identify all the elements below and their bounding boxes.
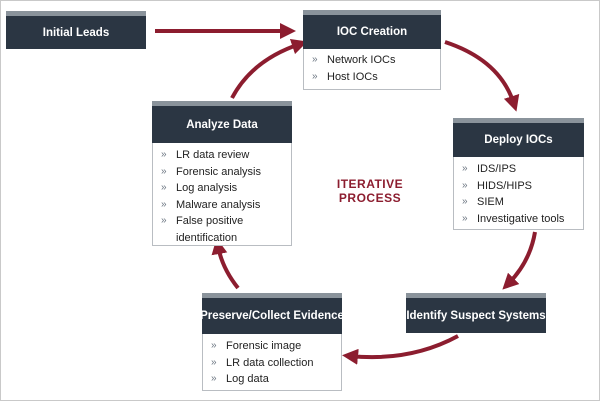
item-label: Log data — [226, 373, 269, 385]
bullet-icon: » — [462, 179, 468, 191]
bullet-icon: » — [161, 215, 167, 226]
item-list: » Network IOCs » Host IOCs — [312, 52, 434, 85]
node-title: Identify Suspect Systems — [406, 293, 546, 333]
node-deploy-iocs: Deploy IOCs » IDS/IPS » HIDS/HIPS » SIEM » I… — [453, 118, 584, 230]
list-item: » SIEM — [462, 194, 577, 211]
list-item: » Host IOCs — [312, 69, 434, 86]
item-label: Malware analysis — [176, 198, 261, 211]
node-title: IOC Creation — [303, 10, 441, 49]
bullet-icon: » — [211, 356, 217, 368]
arrow-deploy-to-identify — [502, 231, 537, 290]
list-item: » Malware analysis — [161, 197, 285, 214]
item-label: Forensic analysis — [176, 165, 261, 178]
list-item: » LR data collection — [211, 355, 335, 372]
list-item: » IDS/IPS — [462, 161, 577, 178]
item-label: IDS/IPS — [477, 163, 517, 175]
node-body: » LR data review » Forensic analysis » Log … — [152, 143, 292, 246]
list-item: » Network IOCs — [312, 52, 434, 69]
bullet-icon: » — [161, 182, 167, 193]
item-list: » LR data review » Forensic analysis » Log … — [161, 147, 285, 246]
bullet-icon: » — [462, 196, 468, 207]
bullet-icon: » — [312, 54, 318, 65]
bullet-icon: » — [161, 149, 167, 160]
bullet-icon: » — [462, 163, 468, 174]
arrow-preserve-to-analyze — [211, 238, 240, 290]
bullet-icon: » — [161, 198, 167, 210]
node-body: » Forensic image » LR data collection » Log… — [202, 334, 342, 391]
item-label: Network IOCs — [327, 54, 396, 66]
list-item: » HIDS/HIPS — [462, 178, 577, 195]
node-title: Analyze Data — [152, 101, 292, 143]
item-list: » Forensic image » LR data collection » Log… — [211, 338, 335, 388]
bullet-icon: » — [312, 70, 318, 82]
node-title: Preserve/Collect Evidence — [200, 293, 344, 334]
node-analyze-data: Analyze Data » LR data review » Forensic a… — [152, 101, 292, 246]
node-title: Initial Leads — [6, 11, 146, 49]
bullet-icon: » — [211, 340, 217, 351]
bullet-icon: » — [161, 165, 167, 177]
arrow-identify-to-preserve — [342, 334, 459, 365]
item-label: LR data review — [176, 149, 250, 161]
center-label-line2: PROCESS — [338, 191, 402, 205]
bullet-icon: » — [462, 212, 468, 224]
node-ioc-creation: IOC Creation » Network IOCs » Host IOCs — [303, 10, 441, 90]
node-body: » Network IOCs » Host IOCs — [303, 49, 441, 90]
item-label: SIEM — [477, 196, 504, 208]
item-label: Log analysis — [176, 182, 238, 194]
item-label: LR data collection — [226, 356, 314, 369]
node-initial-leads: Initial Leads — [6, 11, 146, 49]
arrow-analyze-to-ioc — [230, 38, 308, 99]
node-body: » IDS/IPS » HIDS/HIPS » SIEM » Investigative… — [453, 157, 584, 230]
list-item: » Investigative tools — [462, 211, 577, 228]
list-item: » Forensic analysis — [161, 164, 285, 181]
center-label: ITERATIVE PROCESS — [318, 177, 422, 205]
list-item: » Log analysis — [161, 180, 285, 197]
item-list: » IDS/IPS » HIDS/HIPS » SIEM » Investigative… — [462, 161, 577, 227]
node-preserve-collect-evidence: Preserve/Collect Evidence » Forensic imag… — [200, 293, 344, 391]
node-title: Deploy IOCs — [453, 118, 584, 157]
center-label-line1: ITERATIVE — [336, 177, 404, 191]
node-identify-suspect-systems: Identify Suspect Systems — [406, 293, 546, 333]
list-item: » False positive identification — [161, 213, 285, 246]
arrow-ioc-to-deploy — [444, 40, 520, 112]
list-item: » LR data review — [161, 147, 285, 164]
item-label: False positive identification — [176, 215, 244, 244]
item-label: Investigative tools — [477, 212, 565, 225]
item-label: Host IOCs — [327, 70, 378, 83]
item-label: Forensic image — [226, 340, 302, 352]
list-item: » Log data — [211, 371, 335, 388]
bullet-icon: » — [211, 373, 217, 384]
list-item: » Forensic image — [211, 338, 335, 355]
item-label: HIDS/HIPS — [477, 179, 533, 192]
